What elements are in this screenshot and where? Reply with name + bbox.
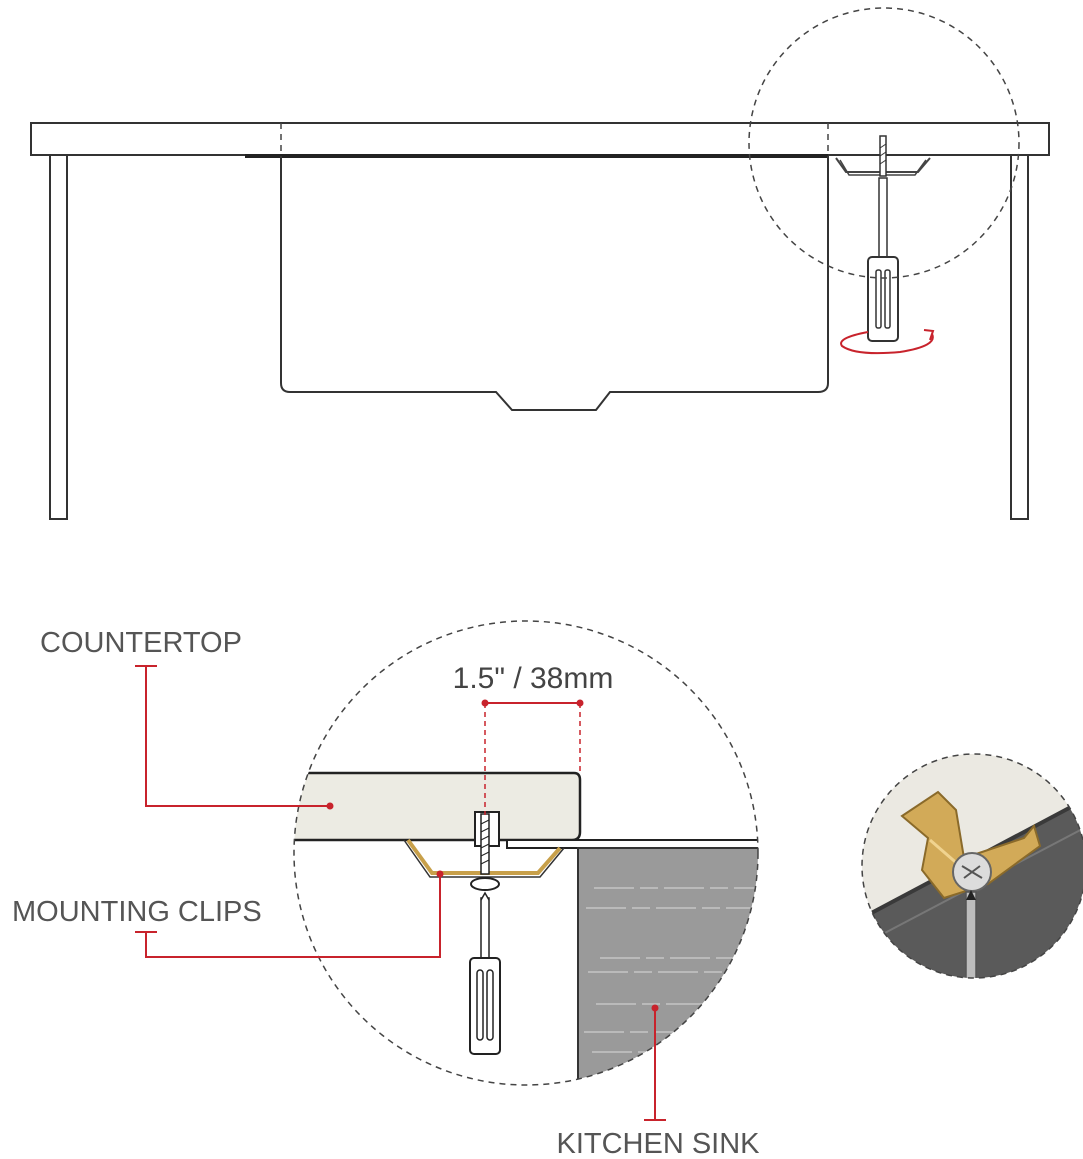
detail-zoom-view: 1.5" / 38mm [293,620,759,1086]
mounting-clips-callout: MOUNTING CLIPS [12,870,444,958]
kitchen-sink-label: KITCHEN SINK [556,1128,760,1159]
photo-screwdriver-icon [965,890,977,978]
dimension-marker [481,699,584,815]
countertop-callout: COUNTERTOP [40,627,334,810]
overview-sink-bowl [280,156,829,411]
overview-countertop [30,122,1050,156]
detail-zoom-circle [293,620,759,1086]
rotation-arrow-icon [840,329,935,355]
overview-screwdriver-icon [867,177,899,342]
kitchen-sink-callout: KITCHEN SINK [556,1004,760,1159]
dimension-label: 1.5" / 38mm [453,662,614,695]
countertop-label: COUNTERTOP [40,627,242,659]
detail-screwdriver-icon [469,891,501,1055]
photo-mounting-clip-icon [900,790,1042,900]
cabinet-left-side [49,154,68,520]
mounting-clips-label: MOUNTING CLIPS [12,896,262,928]
overview-zoom-circle [748,7,1020,279]
overview-illustration [30,7,1050,520]
clip-photo-inset [861,753,1083,979]
cabinet-right-side [1010,154,1029,520]
detail-kitchen-sink [577,847,758,1085]
